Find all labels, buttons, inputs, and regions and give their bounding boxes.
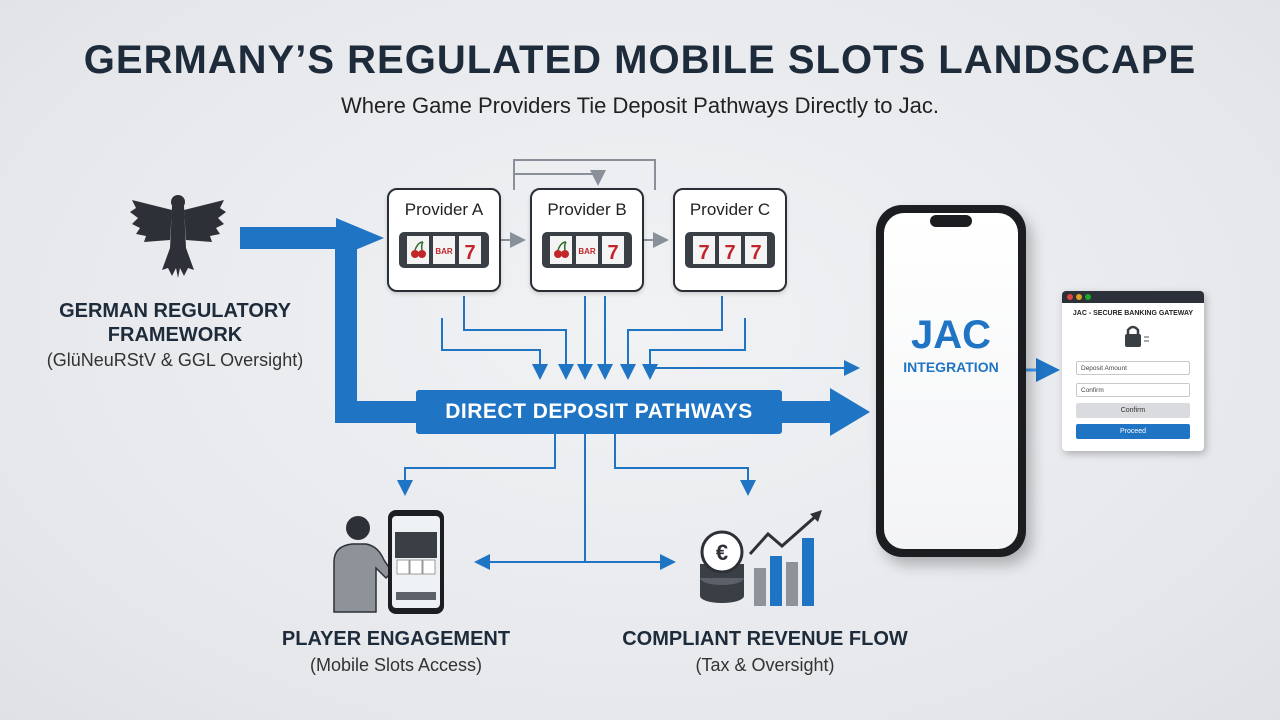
page-title: GERMANY’S REGULATED MOBILE SLOTS LANDSCA… bbox=[83, 38, 1197, 82]
regulator-title-line1: GERMAN REGULATORY bbox=[59, 300, 291, 322]
revenue-subtitle: (Tax & Oversight) bbox=[695, 655, 835, 675]
confirm-field[interactable]: Confirm bbox=[1076, 383, 1190, 397]
reel-symbol: 7 bbox=[698, 242, 709, 264]
provider-name: Provider B bbox=[547, 200, 627, 219]
player-title: PLAYER ENGAGEMENT bbox=[281, 628, 511, 650]
slot-reels-icon: BAR 7 bbox=[542, 232, 632, 268]
provider-card-b[interactable]: Provider B BAR 7 bbox=[530, 188, 644, 292]
provider-name: Provider C bbox=[689, 200, 771, 219]
bottom-blue-links bbox=[397, 434, 756, 570]
slot-reels-icon: BAR 7 bbox=[399, 232, 489, 268]
banking-gateway-window: JAC - SECURE BANKING GATEWAY Deposit Amo… bbox=[1062, 291, 1204, 451]
deposit-amount-field[interactable]: Deposit Amount bbox=[1076, 361, 1190, 375]
direct-deposit-banner: DIRECT DEPOSIT PATHWAYS bbox=[416, 390, 782, 434]
player-engagement-icon bbox=[333, 510, 444, 614]
reel-symbol: BAR bbox=[435, 247, 453, 256]
reel-symbol: 7 bbox=[607, 242, 618, 264]
window-titlebar bbox=[1062, 291, 1204, 303]
phone-screen: JAC INTEGRATION bbox=[884, 213, 1018, 549]
jac-subtitle: INTEGRATION bbox=[903, 359, 999, 375]
slot-reels-icon: 7 7 7 bbox=[685, 232, 775, 268]
jac-phone: JAC INTEGRATION bbox=[876, 205, 1026, 557]
revenue-chart-icon: € bbox=[700, 510, 822, 606]
page-subtitle: Where Game Providers Tie Deposit Pathway… bbox=[341, 93, 939, 118]
provider-card-c[interactable]: Provider C 7 7 7 bbox=[673, 188, 787, 292]
provider-card-a[interactable]: Provider A BAR 7 bbox=[387, 188, 501, 292]
eagle-icon bbox=[130, 195, 226, 278]
lock-icon bbox=[1125, 325, 1149, 347]
provider-blue-links bbox=[441, 296, 860, 380]
regulator-subtitle: (GlüNeuRStV & GGL Oversight) bbox=[46, 350, 304, 370]
minimize-dot-icon[interactable] bbox=[1076, 294, 1082, 300]
maximize-dot-icon[interactable] bbox=[1085, 294, 1091, 300]
phone-notch bbox=[930, 215, 972, 227]
proceed-button[interactable]: Proceed bbox=[1076, 424, 1190, 439]
reel-symbol: 7 bbox=[724, 242, 735, 264]
reel-symbol: 7 bbox=[750, 242, 761, 264]
provider-gray-links bbox=[499, 159, 669, 248]
close-dot-icon[interactable] bbox=[1067, 294, 1073, 300]
confirm-button[interactable]: Confirm bbox=[1076, 403, 1190, 418]
regulator-title-line2: FRAMEWORK bbox=[107, 324, 243, 346]
jac-title: JAC bbox=[910, 313, 992, 357]
reel-symbol: BAR bbox=[578, 247, 596, 256]
svg-text:€: € bbox=[716, 540, 728, 565]
reel-symbol: 7 bbox=[464, 242, 475, 264]
gateway-title: JAC - SECURE BANKING GATEWAY bbox=[1072, 310, 1194, 317]
provider-name: Provider A bbox=[404, 200, 484, 219]
revenue-title: COMPLIANT REVENUE FLOW bbox=[622, 628, 908, 650]
direct-deposit-label: DIRECT DEPOSIT PATHWAYS bbox=[445, 400, 753, 423]
player-subtitle: (Mobile Slots Access) bbox=[309, 655, 483, 675]
